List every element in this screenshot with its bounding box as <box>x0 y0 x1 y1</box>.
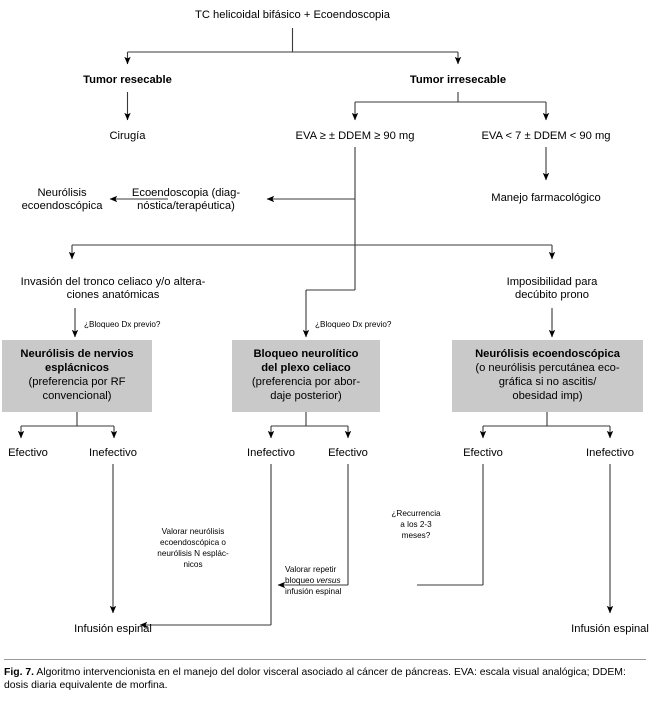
note-valorar-neurolisis-l4: nicos <box>183 560 202 569</box>
edge-distribution-bar <box>68 244 556 260</box>
box2-line1: Bloqueo neurolítico <box>253 348 358 360</box>
node-tumor-resecable: Tumor resecable <box>83 74 172 86</box>
edge-box1-outcomes <box>17 412 118 439</box>
box2-line4: daje posterior) <box>270 390 342 402</box>
node-eva-baja: EVA < 7 ± DDEM < 90 mg <box>481 130 610 142</box>
box2-line2: del plexo celiaco <box>261 362 351 374</box>
note-valorar-repetir-l2-b: versus <box>316 576 340 585</box>
box-bloqueo-neurolitico-plexo-celiaco: Bloqueo neurolítico del plexo celiaco (p… <box>232 340 380 412</box>
label-bloqueo-dx-previo-left: ¿Bloqueo Dx previo? <box>84 320 161 329</box>
box3-line2: (o neurólisis percutánea eco- <box>475 362 620 374</box>
outcome-efectivo-1: Efectivo <box>8 447 48 459</box>
note-valorar-repetir-l3: infusión espinal <box>285 587 342 596</box>
figure-label: Fig. 7. <box>4 667 35 678</box>
node-cirugia: Cirugía <box>109 130 146 142</box>
outcome-inefectivo-2: Inefectivo <box>247 447 295 459</box>
box1-line3: (preferencia por RF <box>29 376 126 388</box>
edge-efectivo3-recurrencia <box>417 464 484 586</box>
node-root-title: TC helicoidal bifásico + Ecoendoscopia <box>195 9 391 21</box>
box-neurolisis-nervios-esplacnicos: Neurólisis de nervios esplácnicos (prefe… <box>2 340 152 412</box>
figure-caption-text: Algoritmo intervencionista en el manejo … <box>4 667 626 692</box>
box3-line3: gráfica si no ascitis/ <box>499 376 598 388</box>
node-imposibilidad-line2: decúbito prono <box>515 289 589 301</box>
box2-line3: (preferencia por abor- <box>252 376 360 388</box>
box3-line1: Neurólisis ecoendoscópica <box>475 348 621 360</box>
edge-box2-outcomes <box>267 412 352 439</box>
node-invasion-line1: Invasión del tronco celiaco y/o altera- <box>21 276 206 288</box>
node-ecoendoscopia-line2: nóstica/terapéutica) <box>137 200 235 212</box>
edge-trunk-box2 <box>302 289 355 338</box>
box-neurolisis-ecoendoscopica: Neurólisis ecoendoscópica (o neurólisis … <box>452 340 643 412</box>
outcome-efectivo-2: Efectivo <box>328 447 368 459</box>
edge-root-split <box>124 28 462 65</box>
node-ecoendoscopia-line1: Ecoendoscopia (diag- <box>132 187 240 199</box>
note-valorar-repetir-l2: bloqueo versus <box>285 576 341 585</box>
outcome-inefectivo-3: Inefectivo <box>586 447 634 459</box>
box3-line4: obesidad imp) <box>512 390 583 402</box>
terminal-infusion-espinal-left: Infusión espinal <box>74 623 152 635</box>
outcome-inefectivo-1: Inefectivo <box>89 447 137 459</box>
note-recurrencia-l2: a los 2-3 <box>400 520 432 529</box>
node-tumor-irresecable: Tumor irresecable <box>410 74 506 86</box>
edge-irresecable-eva <box>351 92 550 121</box>
edge-efectivo2-recurrencia <box>277 464 349 589</box>
note-valorar-repetir-l2-a: bloqueo <box>285 576 316 585</box>
node-invasion-line2: ciones anatómicas <box>67 289 160 301</box>
box1-line1: Neurólisis de nervios <box>20 348 133 360</box>
caption-divider <box>4 659 646 660</box>
note-valorar-repetir-l1: Valorar repetir <box>285 565 337 574</box>
terminal-infusion-espinal-right: Infusión espinal <box>571 623 649 635</box>
node-neurolisis-eco-line2: ecoendoscópica <box>22 200 104 212</box>
note-valorar-neurolisis-l2: ecoendoscópica o <box>160 538 226 547</box>
box1-line4: convencional) <box>42 390 111 402</box>
node-manejo-farmacologico: Manejo farmacológico <box>491 192 600 204</box>
edge-inefectivo2-infusion <box>139 464 272 629</box>
note-recurrencia-l3: meses? <box>402 531 431 540</box>
outcome-efectivo-3: Efectivo <box>463 447 503 459</box>
node-eva-alta: EVA ≥ ± DDEM ≥ 90 mg <box>296 130 415 142</box>
note-valorar-neurolisis-l1: Valorar neurólisis <box>162 527 225 536</box>
note-valorar-neurolisis-l3: neurólisis N esplác- <box>157 549 229 558</box>
node-imposibilidad-line1: Imposibilidad para <box>507 276 599 288</box>
note-recurrencia-l1: ¿Recurrencia <box>391 509 441 518</box>
node-neurolisis-eco-line1: Neurólisis <box>37 187 87 199</box>
figure-caption: Fig. 7. Algoritmo intervencionista en el… <box>4 666 646 693</box>
box1-line2: esplácnicos <box>45 362 109 374</box>
label-bloqueo-dx-previo-middle: ¿Bloqueo Dx previo? <box>315 320 392 329</box>
edge-box3-outcomes <box>479 412 614 439</box>
